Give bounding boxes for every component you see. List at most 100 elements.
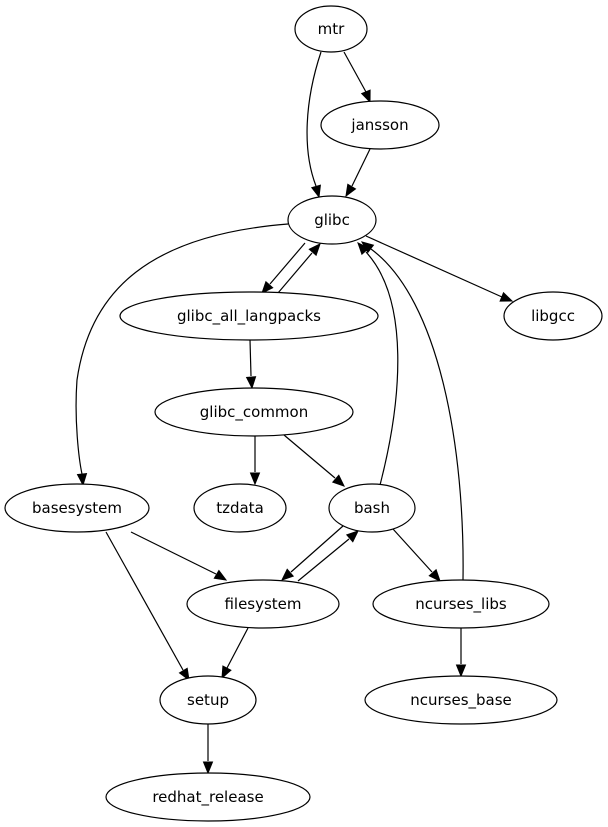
- arrowhead-icon: [281, 568, 295, 581]
- edge-glibc-all-langpacks-to-glibc-common: [245, 339, 257, 390]
- edge-mtr-to-jansson: [343, 51, 371, 104]
- node-label: bash: [354, 499, 390, 517]
- node-ellipse: [193, 483, 287, 533]
- node-ellipse: [4, 483, 150, 533]
- edge-glibc-to-basesystem: [75, 223, 289, 487]
- edge-glibc-common-to-bash: [283, 434, 345, 487]
- edge-filesystem-to-setup: [221, 627, 249, 680]
- edge-line: [365, 235, 503, 298]
- edge-bash-to-ncurses-libs: [392, 528, 441, 582]
- node-libgcc: libgcc: [503, 291, 603, 341]
- node-label: mtr: [318, 20, 345, 38]
- node-basesystem: basesystem: [4, 483, 150, 533]
- node-label: basesystem: [32, 499, 122, 517]
- edge-line: [277, 252, 313, 294]
- node-label: setup: [187, 691, 229, 709]
- node-bash: bash: [328, 483, 416, 533]
- node-label: glibc_common: [200, 403, 308, 422]
- arrowhead-icon: [261, 280, 274, 294]
- edge-mtr-to-glibc: [306, 51, 322, 199]
- node-tzdata: tzdata: [193, 483, 287, 533]
- edge-jansson-to-glibc: [345, 148, 371, 198]
- node-ncurses-base: ncurses_base: [364, 675, 558, 725]
- edge-bash-to-glibc: [357, 242, 399, 486]
- edge-ncurses-libs-to-glibc: [360, 241, 464, 581]
- edge-line: [226, 627, 249, 669]
- node-label: tzdata: [216, 499, 264, 517]
- arrowhead-icon: [245, 376, 257, 390]
- edge-filesystem-to-bash: [297, 530, 359, 582]
- arrowhead-icon: [360, 89, 371, 104]
- edge-ncurses-libs-to-ncurses-base: [455, 628, 467, 678]
- edge-line: [105, 531, 184, 671]
- arrowhead-icon: [249, 472, 261, 486]
- edge-basesystem-to-setup: [105, 531, 190, 682]
- node-label: libgcc: [531, 307, 575, 325]
- arrowhead-icon: [308, 243, 321, 257]
- node-glibc-all-langpacks: glibc_all_langpacks: [119, 291, 379, 341]
- edge-line: [249, 339, 252, 377]
- node-label: glibc_all_langpacks: [177, 307, 321, 326]
- node-ellipse: [320, 100, 440, 150]
- node-ellipse: [372, 579, 550, 629]
- arrowhead-icon: [76, 473, 88, 487]
- node-ellipse: [105, 772, 311, 822]
- node-ellipse: [294, 5, 368, 53]
- edge-line: [130, 531, 217, 575]
- arrowhead-icon: [202, 761, 214, 775]
- node-label: jansson: [350, 116, 408, 134]
- node-ellipse: [328, 483, 416, 533]
- edge-line: [370, 248, 464, 581]
- arrowhead-icon: [428, 568, 441, 582]
- edge-glibc-to-glibc-all-langpacks: [261, 242, 306, 294]
- node-glibc: glibc: [287, 195, 377, 245]
- node-setup: setup: [159, 675, 257, 725]
- arrowhead-icon: [221, 665, 232, 680]
- node-glibc-common: glibc_common: [154, 387, 354, 437]
- edge-setup-to-redhat-release: [202, 724, 214, 775]
- arrowhead-icon: [499, 291, 514, 302]
- edge-line: [343, 51, 367, 93]
- node-label: glibc: [314, 211, 350, 229]
- node-mtr: mtr: [294, 5, 368, 53]
- node-ellipse: [503, 291, 603, 341]
- node-ellipse: [364, 675, 558, 725]
- edge-line: [365, 251, 399, 486]
- arrowhead-icon: [345, 183, 357, 198]
- edge-basesystem-to-filesystem: [130, 531, 228, 581]
- arrowhead-icon: [310, 184, 321, 199]
- arrowhead-icon: [178, 667, 190, 682]
- edge-glibc-to-libgcc: [365, 235, 514, 302]
- arrowhead-icon: [360, 241, 375, 254]
- node-ellipse: [159, 675, 257, 725]
- arrowhead-icon: [345, 530, 359, 543]
- edge-line: [269, 242, 306, 285]
- arrowhead-icon: [213, 569, 228, 581]
- node-ellipse: [154, 387, 354, 437]
- node-ncurses-libs: ncurses_libs: [372, 579, 550, 629]
- node-label: redhat_release: [152, 788, 263, 807]
- edge-line: [283, 434, 336, 479]
- node-label: filesystem: [224, 595, 301, 613]
- arrowhead-icon: [331, 474, 345, 487]
- edge-line: [351, 148, 371, 187]
- node-ellipse: [186, 579, 340, 629]
- edge-line: [306, 51, 322, 187]
- edge-bash-to-filesystem: [281, 525, 344, 581]
- edge-line: [75, 223, 289, 475]
- node-label: ncurses_base: [410, 691, 512, 710]
- edge-line: [392, 528, 433, 573]
- arrowhead-icon: [357, 242, 370, 256]
- edge-glibc-common-to-tzdata: [249, 436, 261, 486]
- edge-line: [290, 525, 344, 573]
- node-jansson: jansson: [320, 100, 440, 150]
- arrowhead-icon: [455, 664, 467, 678]
- node-ellipse: [119, 291, 379, 341]
- edge-glibc-all-langpacks-to-glibc: [277, 243, 321, 294]
- node-label: ncurses_libs: [415, 595, 507, 614]
- node-ellipse: [287, 195, 377, 245]
- node-redhat-release: redhat_release: [105, 772, 311, 822]
- node-filesystem: filesystem: [186, 579, 340, 629]
